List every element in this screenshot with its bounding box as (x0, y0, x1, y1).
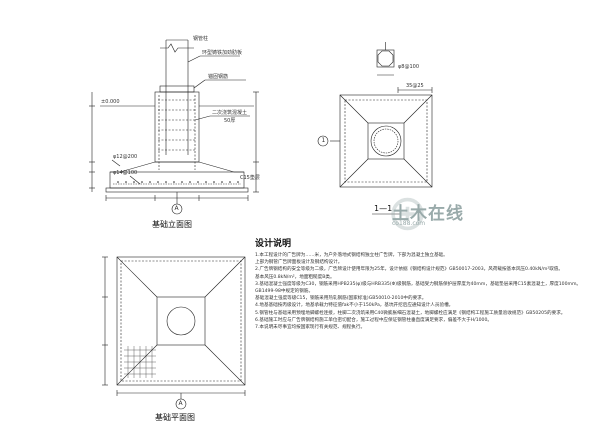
note-item: 7.本说明未尽事宜均按国家现行有关规范、规程执行。 (255, 325, 366, 331)
axis-bubble-plan (175, 398, 187, 410)
axis-bubble-section (317, 135, 329, 147)
cushion-layer (105, 187, 249, 193)
ground-elev-label: ±0.000 (101, 99, 120, 105)
anchor-label: 锚固钢筋 (208, 74, 229, 80)
note-item: 基本风压0.8kN/m²，地面粗糙度B类。 (255, 274, 335, 280)
mesh-bar-label: φ14@100 (113, 170, 138, 176)
watermark-text: 土木在线 (392, 204, 464, 224)
section-dim: 35@25 (406, 83, 424, 89)
note-item: 4.地基基础按丙级设计，地基承载力特征值fak不小于150kPa，基坑开挖后应通… (255, 303, 454, 309)
grout-thick-label: 50厚 (224, 118, 236, 124)
note-item: 上部为钢管广告牌面板设计及钢结构设计。 (255, 260, 343, 266)
axis-label-elevation: A (174, 205, 179, 212)
pipe-label: 钢管柱 (193, 36, 209, 42)
notes-title: 设计说明 (255, 239, 292, 249)
plan-pipe (166, 306, 196, 336)
section-bar-note: φ8@100 (398, 64, 420, 70)
watermark-logo-icon (391, 197, 424, 231)
note-item: 6.基础施工时应与广告牌钢结构施工单位密切配合，施工过程中应保证钢管柱垂直度满足… (255, 317, 492, 323)
note-item: 3.基础混凝土强度等级为C30，钢筋采用HPB235(φ)级与HRB335(Φ)… (255, 281, 582, 287)
foundation-plan (102, 256, 246, 410)
plan-pedestal (156, 296, 206, 346)
axis-bubble-elevation (171, 203, 183, 215)
note-item: 基础混凝土强度等级C15，钢筋采用热轧钢筋(国家标准)GB50010-2010中… (255, 296, 427, 302)
note-item: GB1499-98中规定的钢筋。 (255, 289, 314, 295)
section-title: 1—1 (374, 204, 393, 213)
section-1-1 (317, 42, 433, 215)
plan-title: 基础平面图 (155, 413, 195, 422)
note-item: 2.广告牌钢结构的安全等级为二级，广告牌设计使用年限为25年，设计依据《钢结构设… (255, 267, 563, 273)
design-notes: 设计说明 1.本工程设计的广告牌为……米，为户外落地式钢结构独立柱广告牌，下部为… (255, 236, 600, 332)
note-item: 5.钢管柱与基础采用预埋地脚螺栓连接，柱脚二次浇筑采用C40微膨胀细石混凝土，地… (255, 310, 566, 316)
ring-bar-label: φ12@200 (113, 154, 138, 160)
elevation-title: 基础立面图 (152, 220, 192, 229)
note-item: 1.本工程设计的广告牌为……米，为户外落地式钢结构独立柱广告牌，下部为混凝土独立… (255, 253, 448, 258)
axis-label-plan: A (178, 400, 183, 407)
notes-list: 1.本工程设计的广告牌为……米，为户外落地式钢结构独立柱广告牌，下部为混凝土独立… (255, 253, 600, 331)
foundation-elevation (89, 39, 259, 215)
stiffener-label: 环型铸铁加劲肋板 (202, 50, 243, 56)
pipe-section (370, 125, 402, 157)
cushion-label: C15垫层 (240, 175, 260, 181)
grout-label: 二次浇筑混凝土 (212, 110, 248, 116)
plan-outline (116, 256, 246, 386)
watermark-url: co188.com (392, 220, 426, 227)
axis-label-section: 1 (321, 137, 326, 144)
pedestal (154, 91, 200, 163)
